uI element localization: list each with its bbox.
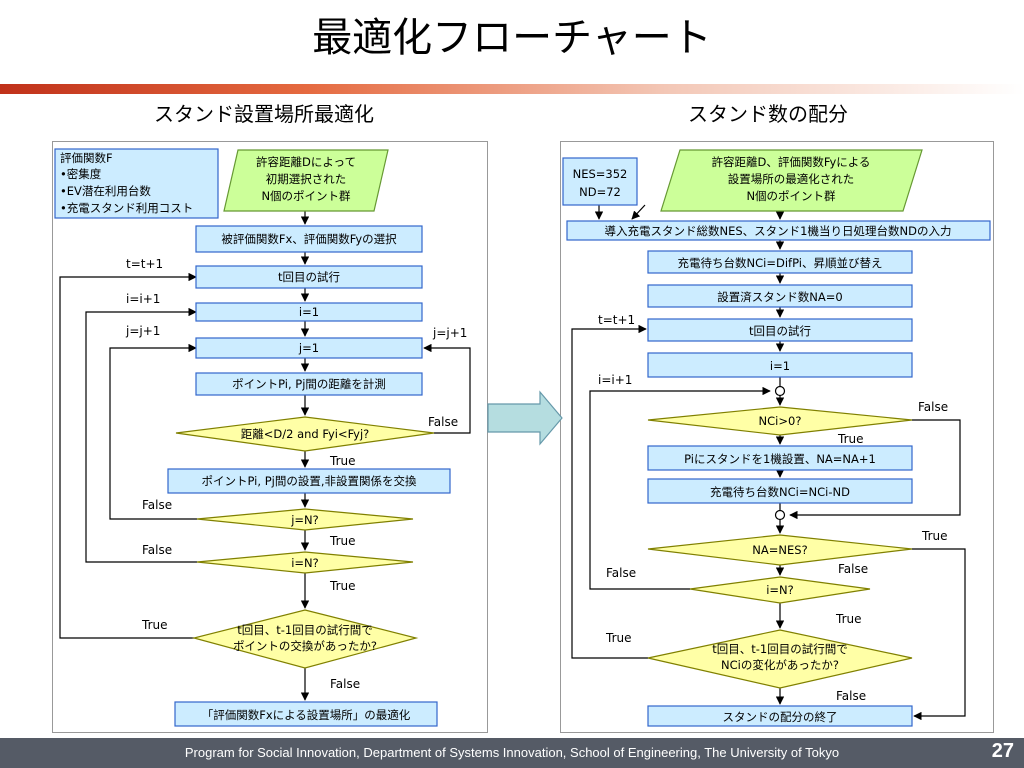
right-params-line: ND=72 (579, 185, 621, 199)
left-select-text: 被評価関数Fx、評価関数Fyの選択 (221, 232, 397, 246)
right-label-t: t=t+1 (598, 313, 635, 327)
left-swap-text: ポイントPi, Pj間の設置,非設置関係を交換 (202, 474, 417, 488)
right-t-line: NCiの変化があったか? (721, 658, 839, 672)
right-label-false-t: False (836, 689, 866, 703)
right-label-true-t: True (605, 631, 632, 645)
left-label-true-t: True (141, 618, 168, 632)
footer-bar (0, 738, 1024, 768)
left-measure-text: ポイントPi, Pj間の距離を計測 (232, 377, 386, 391)
left-j1-box (195, 337, 423, 359)
right-input-line: N個のポイント群 (746, 189, 836, 203)
left-note-line: •充電スタンド利用コスト (60, 201, 193, 215)
right-i1-text: i=1 (770, 359, 790, 373)
right-junction-mid-icon (774, 509, 786, 521)
right-t-diamond (647, 629, 913, 689)
left-label-true-dist: True (329, 454, 356, 468)
right-label-false-na: False (838, 562, 868, 576)
right-trial-text: t回目の試行 (749, 324, 811, 338)
right-sort-text: 充電待ち台数NCi=DifPi、昇順並び替え (678, 256, 883, 270)
left-label-false-t: False (330, 677, 360, 691)
right-na-text: NA=NES? (752, 543, 807, 557)
right-load-text: 導入充電スタンド総数NES、スタンド1機当り日処理台数NDの入力 (605, 224, 952, 238)
left-dist-text: 距離<D/2 and Fyi<Fyj? (241, 427, 370, 441)
left-label-false-i: False (142, 543, 172, 557)
left-note-box (54, 148, 219, 219)
left-label-j-right: j=j+1 (432, 326, 467, 340)
footer-text: Program for Social Innovation, Departmen… (184, 745, 840, 760)
left-note-line: •EV潜在利用台数 (60, 184, 151, 198)
right-iN-diamond (689, 576, 871, 604)
left-input-line: N個のポイント群 (261, 189, 351, 203)
right-install-text: Piにスタンドを1機設置、NA=NA+1 (684, 452, 876, 466)
left-t-diamond (191, 609, 419, 669)
right-load-box (566, 220, 991, 241)
right-nc-diamond (647, 406, 913, 436)
left-label-true-j: True (329, 534, 356, 548)
right-i1-box (647, 352, 913, 378)
page-number: 27 (991, 740, 1014, 762)
left-connectors (59, 211, 471, 701)
right-params-box (562, 157, 638, 206)
left-label-t: t=t+1 (126, 257, 163, 271)
left-trial-box (195, 265, 423, 289)
right-label-true-i: True (835, 612, 862, 626)
left-label-i: i=i+1 (126, 292, 160, 306)
left-trial-text: t回目の試行 (278, 270, 340, 284)
left-input-line: 許容距離Dによって (256, 155, 356, 169)
right-update-box (647, 478, 913, 504)
right-sort-box (647, 250, 913, 274)
left-t-line: ポイントの交換があったか? (233, 639, 377, 653)
right-input-line: 許容距離D、評価関数Fyによる (712, 155, 871, 169)
left-iN-text: i=N? (291, 556, 319, 570)
right-params-line: NES=352 (573, 167, 628, 181)
right-label-true-nc: True (837, 432, 864, 446)
left-note-line: 評価関数F (60, 151, 113, 165)
left-label-false-j: False (142, 498, 172, 512)
right-update-text: 充電待ち台数NCi=NCi-ND (710, 485, 850, 499)
transition-arrow-icon (487, 390, 563, 446)
right-na0-box (647, 284, 913, 308)
left-jN-diamond (196, 508, 414, 531)
right-label-i: i=i+1 (598, 373, 632, 387)
right-nc-text: NCi>0? (759, 414, 802, 428)
right-trial-box (647, 318, 913, 342)
right-label-false-nc: False (918, 400, 948, 414)
left-label-j: j=j+1 (125, 324, 160, 338)
right-junction-top-icon (774, 385, 786, 397)
right-na0-text: 設置済スタンド数NA=0 (717, 290, 842, 304)
title-accent-bar (0, 84, 1024, 94)
left-label-false-dist: False (428, 415, 458, 429)
left-jN-text: j=N? (290, 513, 319, 527)
left-label-true-i: True (329, 579, 356, 593)
left-result-box (174, 701, 438, 727)
right-t-line: t回目、t-1回目の試行間で (712, 642, 847, 656)
right-label-false-i: False (606, 566, 636, 580)
right-heading: スタンド数の配分 (688, 102, 848, 126)
left-iN-diamond (196, 551, 414, 574)
left-measure-box (195, 372, 423, 396)
left-i1-text: i=1 (299, 305, 319, 319)
left-input-parallelogram (223, 149, 389, 212)
right-label-true-na: True (921, 529, 948, 543)
right-na-diamond (647, 534, 913, 566)
left-j1-text: j=1 (298, 341, 319, 355)
right-end-box (647, 705, 913, 727)
left-heading: スタンド設置場所最適化 (154, 102, 374, 126)
left-swap-box (167, 468, 451, 494)
right-install-box (647, 445, 913, 471)
slide-title: 最適化フローチャート (312, 15, 712, 61)
left-note-line: •密集度 (60, 167, 102, 181)
right-iN-text: i=N? (766, 583, 794, 597)
left-i1-box (195, 302, 423, 322)
right-end-text: スタンドの配分の終了 (723, 710, 838, 724)
left-input-line: 初期選択された (266, 172, 347, 186)
right-input-parallelogram (660, 149, 923, 212)
left-dist-diamond (175, 416, 435, 452)
left-select-box (195, 225, 423, 253)
left-t-line: t回目、t-1回目の試行間で (237, 623, 372, 637)
right-input-line: 設置場所の最適化された (728, 172, 855, 186)
left-result-text: 「評価関数Fxによる設置場所」の最適化 (202, 708, 411, 722)
